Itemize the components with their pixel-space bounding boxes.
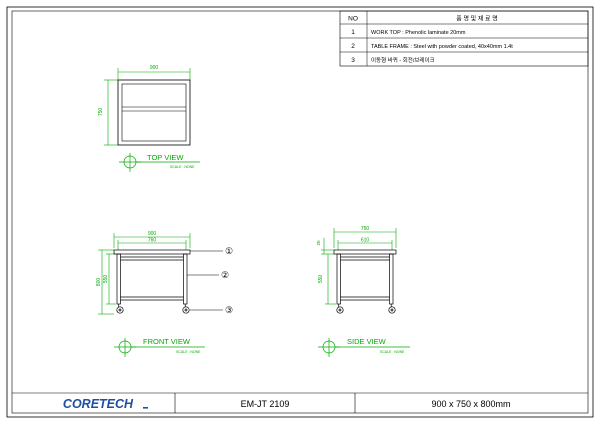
parts-table: NO 품 명 및 재 료 명 1 WORK TOP : Phenolic lam… — [339, 10, 589, 67]
parts-header-no: NO — [348, 16, 358, 23]
front-view-frame-label: 550 — [103, 275, 109, 284]
top-view-outline — [117, 79, 191, 146]
front-view-dimensions — [98, 233, 191, 315]
top-view-frame — [121, 83, 187, 142]
top-view-symbol-icon — [119, 153, 200, 172]
side-view-dimensions — [321, 228, 397, 305]
parts-row-no: 2 — [351, 43, 355, 50]
front-view: 900 760 800 550 ① ② ③ — [96, 231, 233, 357]
front-view-inner-label: 760 — [148, 238, 157, 244]
side-view-top-label: 20 — [316, 240, 321, 246]
front-view-width-label: 900 — [148, 231, 157, 237]
top-view: 900 750 TOP VIEW SCALE : NONE — [98, 65, 200, 172]
inner-border — [11, 10, 589, 414]
side-view-title: SIDE VIEW — [347, 337, 387, 346]
callout-1: ① — [225, 246, 233, 256]
front-view-symbol-icon — [114, 338, 205, 357]
parts-row-no: 1 — [351, 29, 355, 36]
top-view-scale: SCALE : NONE — [170, 165, 195, 169]
model-number: EM-JT 2109 — [241, 399, 290, 409]
parts-row-name: 이동형 바퀴 - 회전/브레이크 — [371, 56, 435, 64]
product-size: 900 x 750 x 800mm — [431, 399, 510, 409]
side-view-symbol-icon — [318, 338, 410, 357]
front-view-leaders — [187, 250, 223, 311]
outer-border — [6, 6, 594, 418]
title-block: CORETECH EM-JT 2109 900 x 750 x 800mm — [12, 392, 588, 413]
side-view-width-label: 750 — [361, 226, 370, 232]
top-view-title: TOP VIEW — [147, 153, 184, 162]
top-view-width-label: 900 — [150, 65, 159, 71]
front-view-height-label: 800 — [96, 278, 102, 287]
company-logo: CORETECH — [63, 397, 134, 411]
parts-row-no: 3 — [351, 57, 355, 64]
parts-row-name: WORK TOP : Phenolic laminate 20mm — [371, 30, 466, 36]
front-view-table — [113, 249, 191, 314]
top-view-depth-label: 750 — [98, 108, 104, 117]
side-view: 750 610 20 550 SIDE VIEW SCALE : NONE — [316, 226, 410, 357]
parts-row-name: TABLE FRAME : Steel with powder coated, … — [371, 44, 513, 50]
front-view-title: FRONT VIEW — [143, 337, 191, 346]
front-view-scale: SCALE : NONE — [176, 350, 201, 354]
callout-3: ③ — [225, 305, 233, 315]
callout-2: ② — [221, 270, 229, 280]
side-view-frame-label: 550 — [318, 275, 324, 284]
side-view-scale: SCALE : NONE — [380, 350, 405, 354]
top-view-width-dimension — [117, 68, 191, 80]
side-view-inner-label: 610 — [361, 238, 370, 244]
top-view-depth-dimension — [104, 79, 118, 146]
side-view-table — [333, 249, 397, 314]
logo-underscore — [143, 407, 148, 409]
parts-header-name: 품 명 및 재 료 명 — [456, 15, 497, 23]
